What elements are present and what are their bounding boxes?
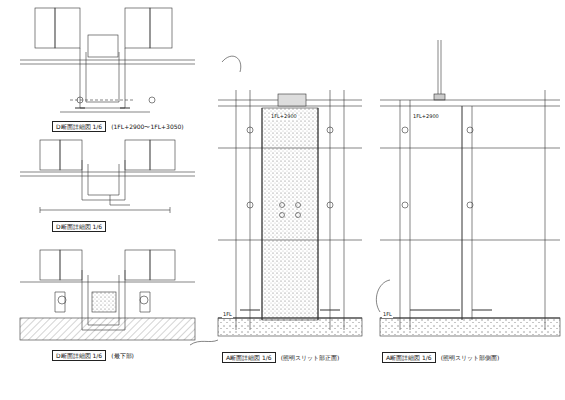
drawing-title: A断面詳細図 1/6 <box>222 352 276 363</box>
drawing-title: D断面詳細図 1/6 <box>52 121 106 132</box>
section-d-top <box>20 8 195 112</box>
drawing-title: D断面詳細図 1/6 <box>52 350 106 361</box>
level-note: 1FL+2900 <box>412 114 440 120</box>
drawing-subtitle: (1FL+2900〜1FL+3050) <box>110 123 185 130</box>
level-note: 1FL <box>382 312 393 318</box>
drawing-subtitle: (照明スリット部正面) <box>280 354 341 361</box>
section-a-front <box>218 90 362 336</box>
caption-box: A断面詳細図 1/6 (照明スリット部側面) <box>382 352 500 363</box>
caption-box: D断面詳細図 1/6 (1FL+2900〜1FL+3050) <box>52 121 185 132</box>
caption-box: D断面詳細図 1/6 (最下部) <box>52 350 135 361</box>
section-d-bottom <box>20 250 195 340</box>
level-note: 1FL+2900 <box>270 114 298 120</box>
section-d-mid <box>20 140 195 213</box>
drawing-subtitle: (照明スリット部側面) <box>440 354 501 361</box>
level-note: 1FL <box>222 312 233 318</box>
drawing-title: D断面詳細図 1/6 <box>52 221 106 232</box>
drawing-subtitle: (最下部) <box>110 352 135 359</box>
section-a-side <box>380 40 560 336</box>
caption-box: D断面詳細図 1/6 <box>52 221 106 232</box>
leader-curve <box>222 56 241 72</box>
caption-box: A断面詳細図 1/6 (照明スリット部正面) <box>222 352 340 363</box>
drawing-title: A断面詳細図 1/6 <box>382 352 436 363</box>
